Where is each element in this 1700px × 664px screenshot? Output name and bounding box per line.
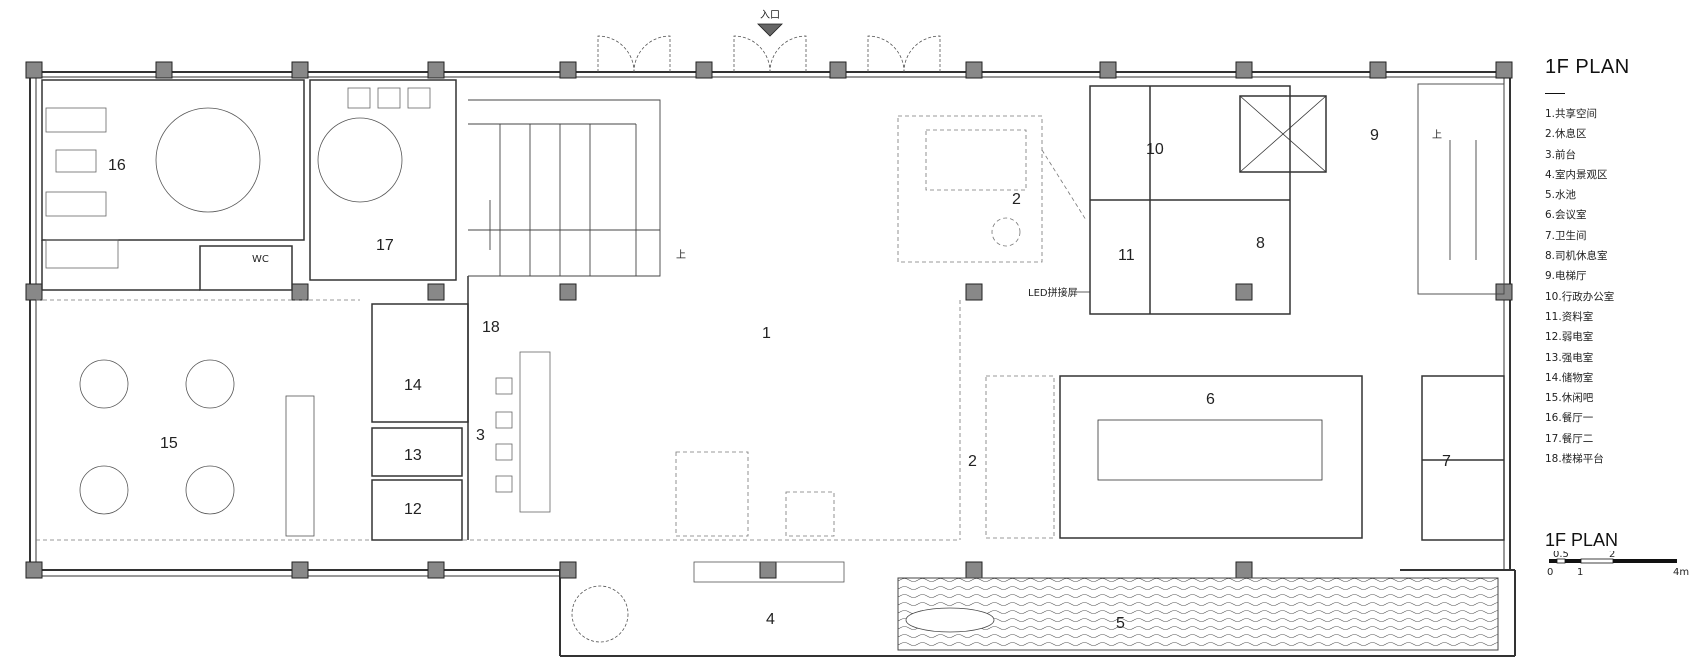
east-stair-up-label: 上 — [1432, 129, 1442, 141]
legend-item: 1.共享空间 — [1545, 108, 1598, 120]
room-number-12: 12 — [404, 501, 422, 518]
scale-segment — [1549, 559, 1557, 563]
legend-item: 15.休闲吧 — [1545, 392, 1594, 405]
room-number-7: 7 — [1442, 453, 1451, 470]
legend-item: 13.强电室 — [1545, 351, 1594, 364]
room-number-9: 9 — [1370, 127, 1379, 144]
legend-item: 8.司机休息室 — [1545, 250, 1608, 263]
legend-item: 7.卫生间 — [1545, 229, 1587, 242]
led-screen: LED拼接屏 — [1028, 286, 1090, 299]
room-number-14: 14 — [404, 377, 422, 394]
legend-item: 9.电梯厅 — [1545, 270, 1587, 283]
room-16-table — [155, 107, 403, 213]
room-number-4: 4 — [766, 611, 775, 628]
legend-item: 11.资料室 — [1545, 310, 1594, 323]
water-pool — [897, 577, 1499, 651]
room-number-3: 3 — [476, 427, 485, 444]
room-15-zone — [36, 299, 960, 541]
legend-item: 6.会议室 — [1545, 209, 1587, 222]
legend-list: 1.共享空间 2.休息区 3.前台 4.室内景观区 5.水池 6.会议室 7.卫… — [1545, 104, 1695, 469]
legend-item: 16.餐厅一 — [1545, 412, 1594, 425]
pool-stone — [905, 607, 995, 633]
room-number-16: 16 — [108, 157, 126, 174]
room-16-sofas — [45, 107, 119, 269]
legend-divider — [1545, 93, 1565, 94]
legend: 1F PLAN 1.共享空间 2.休息区 3.前台 4.室内景观区 5.水池 6… — [1545, 56, 1695, 469]
landscape-area — [571, 561, 845, 643]
legend-item: 14.储物室 — [1545, 371, 1594, 384]
room-number-11: 11 — [1118, 247, 1135, 264]
scale-label: 1 — [1577, 567, 1583, 578]
scale-bar-graphic: 0 0.5 1 2 4m — [1547, 549, 1689, 578]
office-elevator-block — [1089, 85, 1327, 315]
dining-rooms — [41, 79, 457, 291]
rest-area-seating — [985, 375, 1055, 539]
main-staircase — [468, 99, 661, 277]
east-staircase — [1417, 83, 1505, 295]
entrance-label: 入口 — [760, 10, 780, 21]
room-number-10: 10 — [1146, 141, 1164, 158]
legend-item: 18.楼梯平台 — [1545, 453, 1604, 466]
room-number-15: 15 — [160, 435, 178, 452]
scale-label: 0 — [1547, 567, 1553, 578]
legend-item: 5.水池 — [1545, 189, 1577, 202]
scale-label: 2 — [1609, 551, 1615, 560]
led-screen-label: LED拼接屏 — [1028, 286, 1078, 299]
room-number-17: 17 — [376, 237, 394, 254]
scale-label: 4m — [1673, 567, 1689, 578]
legend-item: 3.前台 — [1545, 148, 1577, 161]
room-number-2b: 2 — [968, 453, 977, 470]
shared-space-furniture — [675, 300, 961, 540]
scale-segment — [1565, 559, 1581, 563]
rest-area-top — [897, 115, 1087, 263]
room-number-8: 8 — [1256, 235, 1265, 252]
room-17-chairs — [347, 87, 431, 109]
stair-up-label: 上 — [676, 249, 686, 261]
room-number-5: 5 — [1116, 615, 1125, 632]
scale-bar: 1F PLAN 0 0.5 1 2 4m — [1545, 530, 1695, 590]
room-number-2a: 2 — [1012, 191, 1021, 208]
core-rooms — [371, 276, 469, 541]
meeting-room — [1059, 375, 1363, 539]
scale-label: 0.5 — [1553, 551, 1569, 560]
room-number-6: 6 — [1206, 391, 1215, 408]
entrance-marker: 入口 — [757, 10, 783, 37]
toilet-block — [1421, 375, 1505, 541]
scale-segment — [1613, 559, 1677, 563]
room-number-18: 18 — [482, 319, 500, 336]
entrance-arrow-icon — [757, 23, 783, 37]
room-15-tables — [79, 359, 315, 537]
legend-title: 1F PLAN — [1545, 56, 1630, 78]
structural-columns — [25, 61, 1513, 579]
legend-item: 2.休息区 — [1545, 128, 1587, 141]
room-number-13: 13 — [404, 447, 422, 464]
entrance-doors — [597, 35, 941, 73]
legend-item: 10.行政办公室 — [1545, 290, 1615, 303]
scale-title: 1F PLAN — [1545, 530, 1619, 550]
legend-item: 17.餐厅二 — [1545, 432, 1594, 445]
legend-item: 12.弱电室 — [1545, 331, 1594, 344]
room-numbers: 1 2 2 3 4 5 6 7 8 9 10 11 12 13 14 15 16… — [108, 127, 1451, 632]
wc-label: WC — [252, 254, 269, 265]
reception-counter — [495, 351, 551, 513]
room-number-1: 1 — [762, 325, 771, 342]
legend-item: 4.室内景观区 — [1545, 168, 1608, 181]
